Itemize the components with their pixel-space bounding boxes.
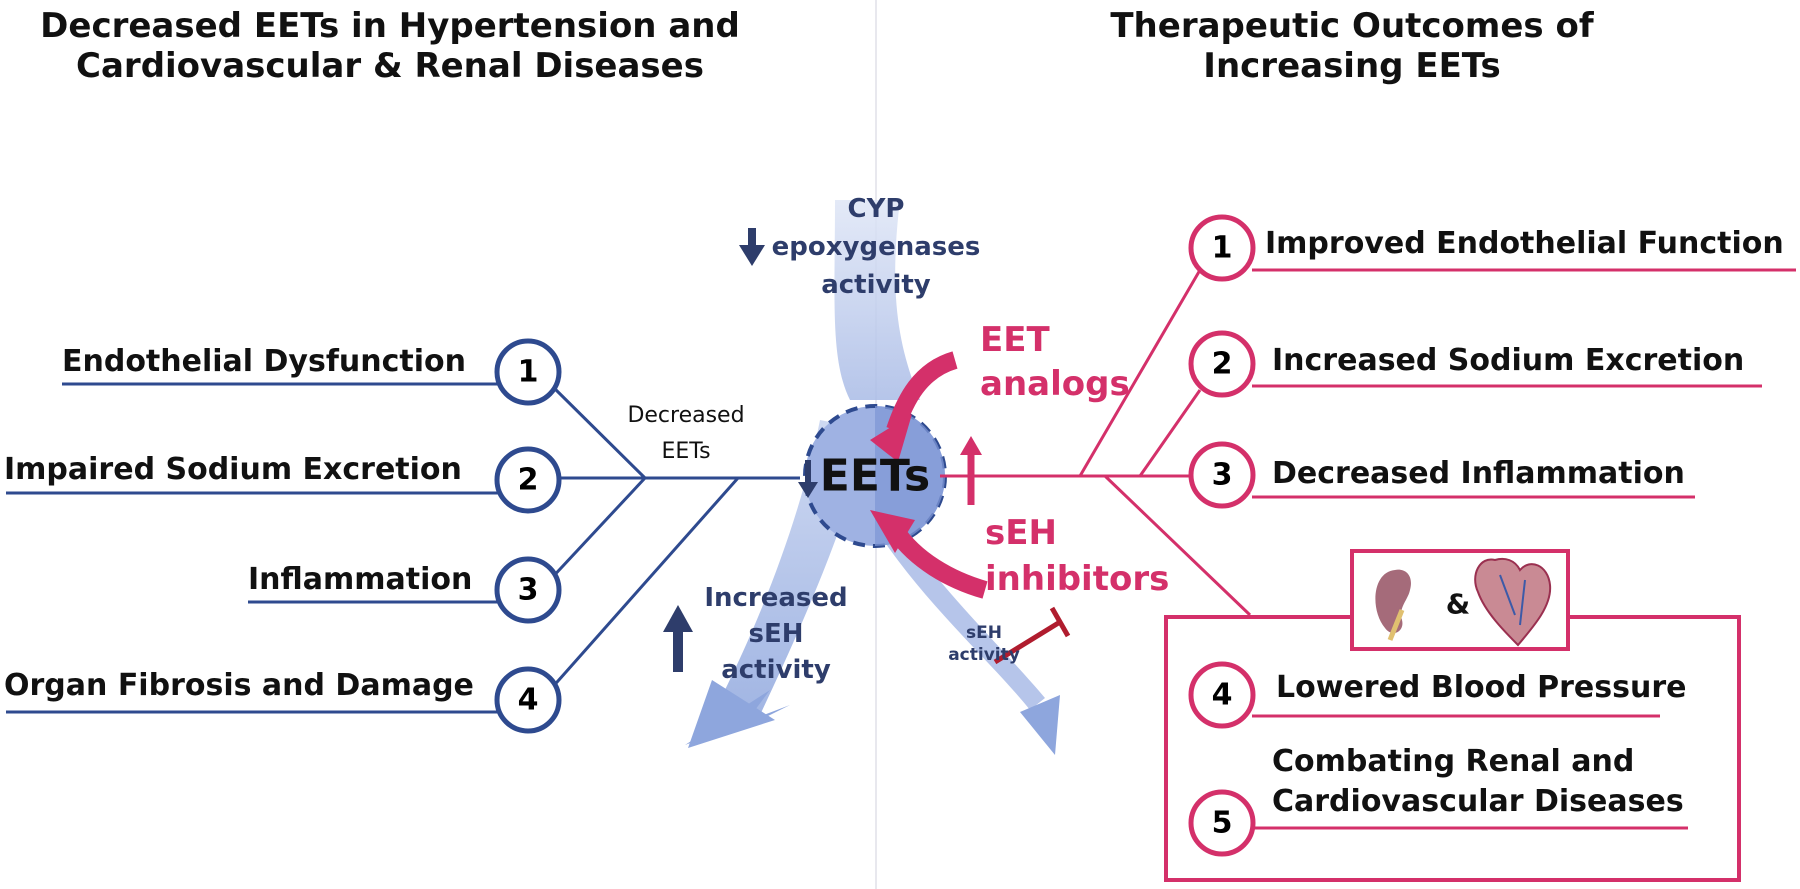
decreased-eets-line2: EETs [661, 439, 711, 464]
kidney-image [1375, 569, 1411, 634]
seh-activity-small-line2: activity [948, 645, 1020, 665]
right-connector-lines [940, 268, 1796, 830]
seh-activity-small-line1: sEH [966, 623, 1002, 643]
eets-label: EETs [819, 450, 931, 502]
seh-activity-small-label: sEH activity [948, 622, 1020, 666]
increased-seh-line1: Increased [704, 583, 848, 613]
eet-analogs-arrow-shaft [886, 351, 958, 433]
right-item-1-label: Improved Endothelial Function [1265, 226, 1784, 261]
seh-inhibitors-line2: inhibitors [985, 559, 1170, 599]
left-title: Decreased EETs in Hypertension and Cardi… [40, 6, 740, 86]
right-title-line1: Therapeutic Outcomes of [1110, 6, 1594, 46]
seh-flow-arrowhead-tip [688, 680, 775, 748]
left-item-2-number: 2 [517, 462, 539, 498]
right-item-4-number: 4 [1211, 677, 1233, 713]
cyp-label: CYP epoxygenases activity [772, 190, 981, 304]
right-number-circles [1188, 214, 1256, 857]
eet-analogs-arrowhead [870, 414, 912, 462]
seh-inhibitors-arrowhead [870, 510, 915, 553]
left-number-circles [494, 338, 562, 734]
left-connector-lines [6, 382, 800, 714]
right-item-5-number: 5 [1211, 805, 1233, 841]
heart-vessels [1499, 574, 1526, 626]
small-flow-arrowhead [1020, 695, 1060, 755]
kidney-ureter [1387, 609, 1405, 641]
right-item-4-label: Lowered Blood Pressure [1276, 670, 1687, 705]
decreased-eets-label: Decreased EETs [627, 398, 744, 470]
right-item-3-number: 3 [1211, 457, 1233, 493]
right-item-2-number: 2 [1211, 346, 1233, 382]
ampersand-label: & [1445, 587, 1471, 621]
eets-down-arrowhead [798, 482, 818, 498]
left-item-1-number: 1 [517, 354, 539, 390]
left-item-1-label: Endothelial Dysfunction [62, 344, 466, 379]
right-item-5-label-line2: Cardiovascular Diseases [1272, 784, 1684, 819]
left-item-2-label: Impaired Sodium Excretion [4, 452, 462, 487]
seh-up-arrowhead [663, 605, 693, 632]
inhibition-bar [1049, 606, 1071, 638]
eets-up-arrowhead [960, 436, 982, 455]
right-title-line2: Increasing EETs [1203, 46, 1501, 86]
increased-seh-label: Increased sEH activity [704, 580, 847, 688]
left-item-3-number: 3 [517, 572, 539, 608]
seh-inhibitors-line1: sEH [985, 513, 1057, 553]
eet-analogs-line2: analogs [980, 364, 1130, 404]
increased-seh-line2: sEH [748, 619, 804, 649]
small-flow-band [870, 515, 1045, 710]
left-item-4-number: 4 [517, 682, 539, 718]
cyp-down-arrowhead [739, 245, 765, 266]
left-title-line2: Cardiovascular & Renal Diseases [76, 46, 704, 86]
cyp-flow-band [834, 200, 920, 400]
heart-image [1474, 557, 1552, 647]
inhibition-line [993, 619, 1062, 665]
right-item-3-label: Decreased Inflammation [1272, 456, 1685, 491]
right-item-2-label: Increased Sodium Excretion [1272, 343, 1745, 378]
decreased-eets-line1: Decreased [627, 403, 745, 428]
right-item-5-label: Combating Renal and Cardiovascular Disea… [1272, 742, 1684, 822]
left-item-3-label: Inflammation [248, 562, 473, 597]
right-item-1-number: 1 [1211, 230, 1233, 266]
right-title: Therapeutic Outcomes of Increasing EETs [1110, 6, 1593, 86]
cyp-line1: CYP [847, 194, 905, 224]
left-item-4-label: Organ Fibrosis and Damage [4, 668, 474, 703]
increased-seh-line3: activity [721, 655, 831, 685]
seh-inhibitors-label: sEH inhibitors [985, 510, 1169, 602]
cyp-line2: epoxygenases [771, 232, 981, 262]
eet-analogs-label: EET analogs [980, 318, 1130, 406]
eet-analogs-line1: EET [980, 320, 1050, 360]
left-title-line1: Decreased EETs in Hypertension and [40, 6, 740, 46]
cyp-line3: activity [821, 270, 931, 300]
right-item-5-label-line1: Combating Renal and [1272, 744, 1635, 779]
